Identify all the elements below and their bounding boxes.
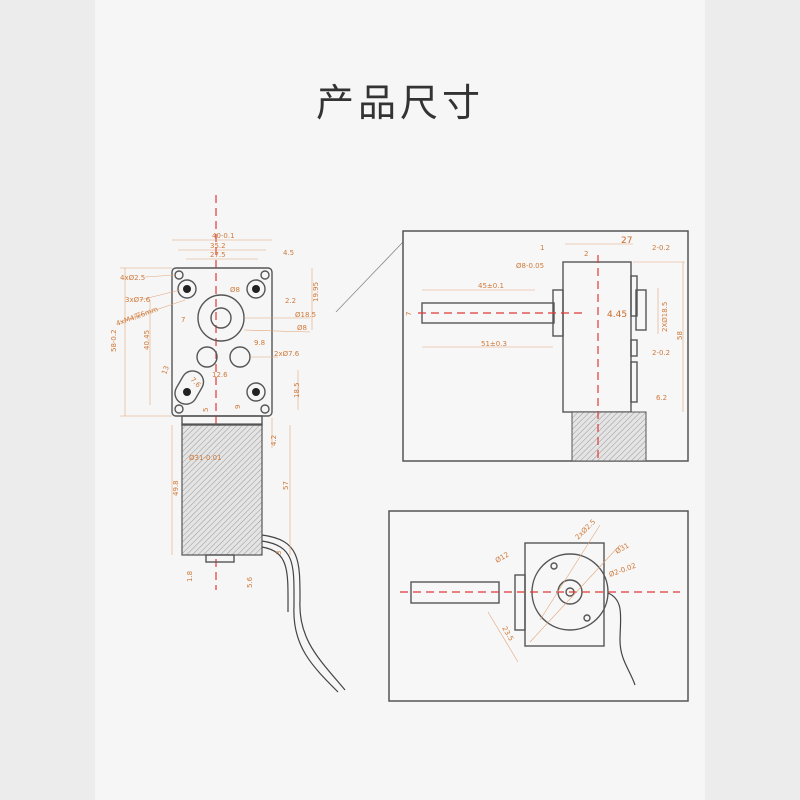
dimension-label: 58 [676,331,684,340]
dimension-label: 2-0.2 [652,244,670,252]
dimension-label: 58-0.2 [110,329,118,352]
dimension-label: 5 [202,408,210,412]
dimension-label: 40-0.1 [212,232,235,240]
dimension-label: 3xØ7.6 [125,296,151,304]
dimension-label: 3 [275,551,283,555]
dimension-label: Ø8 [297,324,307,332]
dimension-label: Ø8-0.05 [516,262,544,270]
dimension-label: 57 [282,481,290,490]
dimension-label: 2-0.2 [652,349,670,357]
motor-wires [261,534,346,693]
dimension-label: 27 [621,236,632,246]
dimension-label: 19.95 [312,282,320,302]
dimension-label: Ø8 [230,286,240,294]
end-view-panel: 2xØ2.5 Ø12 Ø31 Ø2-0.02 23.5 [388,510,689,702]
dimension-label: 2.2 [285,297,296,305]
dimension-label: 45±0.1 [478,282,504,290]
side-view-panel: 27 1 2 2-0.2 Ø8-0.05 45±0.1 7 4.45 2XØ18… [402,230,689,462]
dimension-label: 2 [584,250,588,258]
dimension-label: 7 [181,316,185,324]
dimension-label: 1.8 [186,571,194,582]
dimension-label: 4.5 [283,249,294,257]
dimension-label: 27.5 [210,251,226,259]
dimension-label: 9.8 [254,339,265,347]
dimension-label: Ø18.5 [295,311,316,319]
dimension-label: 35.2 [210,242,226,250]
dimension-label: 4.2 [270,435,278,446]
motor-body-view: Ø31-0.01 4.2 49.8 57 3 1.8 5.6 [171,415,346,693]
dimension-label: 7 [405,312,413,316]
dimension-label: 6.2 [656,394,667,402]
dimension-label: 4.45 [607,310,627,320]
dimension-label: 51±0.3 [481,340,507,348]
dimension-label: 13 [160,365,171,376]
callout-leader [335,241,404,313]
motor-can [181,423,263,556]
dimension-label: 4xØ2.5 [120,274,145,282]
dimension-label: 1 [540,244,544,252]
page-title: 产品尺寸 [315,81,484,125]
dimension-label: 2XØ18.5 [661,302,669,332]
dimension-label: 9 [234,405,242,409]
dimension-label: 4xM4深6mm [115,304,160,328]
dimension-label: 49.8 [172,480,180,496]
dimension-label: 2xØ7.6 [274,350,300,358]
dimension-label: 40.45 [143,330,151,350]
dimension-label: 7.6 [189,376,203,390]
dimension-label: Ø31-0.01 [189,454,222,462]
dimension-label: 12.6 [212,371,228,379]
dimension-label: 5.6 [246,576,254,588]
dimension-label: 18.5 [293,382,301,398]
